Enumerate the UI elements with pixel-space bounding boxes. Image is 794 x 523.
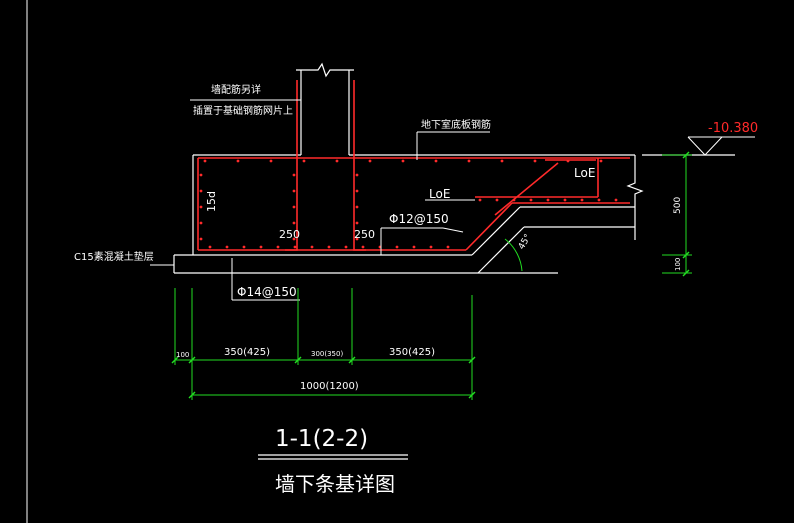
rebar-dot <box>355 237 359 241</box>
dim-300-label: 300(350) <box>311 350 343 358</box>
dim-500-label: 500 <box>673 197 683 214</box>
level-mark-label: -10.380 <box>708 121 758 136</box>
leader-lines <box>150 99 490 301</box>
rebar-dot <box>429 245 433 249</box>
rebar-dot <box>512 198 516 202</box>
rebar-dot <box>225 245 229 249</box>
level-marker <box>687 136 755 156</box>
rebar-dot <box>199 237 203 241</box>
wall-rebar-note-line2: 插置于基础钢筋网片上 <box>193 104 293 117</box>
rebar-dot <box>566 159 570 163</box>
rebar-dot <box>434 159 438 163</box>
rebar-dot <box>292 205 296 209</box>
title-number: 1-1(2-2) <box>275 426 368 452</box>
angle-arc <box>504 238 523 272</box>
dimension-ticks <box>171 151 690 399</box>
rebar-dot <box>269 159 273 163</box>
rebar-dot <box>292 173 296 177</box>
rebar-dot <box>292 221 296 225</box>
rebar-dot <box>355 205 359 209</box>
rebar-dot <box>597 198 601 202</box>
rebar-dot <box>533 159 537 163</box>
rebar-dot <box>355 189 359 193</box>
rebar-dot <box>355 221 359 225</box>
rebar-dot <box>355 173 359 177</box>
rebar-dot <box>401 159 405 163</box>
rebar-dot <box>614 198 618 202</box>
rebar-dot <box>412 245 416 249</box>
rebar-dot <box>242 245 246 249</box>
anchor-left-label: 250 <box>279 228 300 241</box>
rebar-dot <box>302 159 306 163</box>
rebar-dot <box>529 198 533 202</box>
rebar-dot <box>361 245 365 249</box>
rebar-dot <box>446 245 450 249</box>
rebar-dot <box>546 198 550 202</box>
rebar-dot <box>199 221 203 225</box>
rebar-lines <box>197 80 630 251</box>
rebar-dot <box>292 189 296 193</box>
rebar-dot <box>203 159 207 163</box>
rebar-dot <box>199 205 203 209</box>
hook-length-label: 15d <box>205 191 218 212</box>
upper-rebar-label: Φ12@150 <box>389 212 449 226</box>
rebar-dot <box>310 245 314 249</box>
rebar-dot <box>580 198 584 202</box>
rebar-dot <box>327 245 331 249</box>
rebar-dot <box>335 159 339 163</box>
anchor-right-label: 250 <box>354 228 375 241</box>
rebar-dot <box>563 198 567 202</box>
dim-100-vertical-label: 100 <box>674 258 682 271</box>
angle-label: 45° <box>517 233 534 252</box>
rebar-dot <box>199 189 203 193</box>
rebar-dot <box>395 245 399 249</box>
rebar-dot <box>500 159 504 163</box>
dim-100-label: 100 <box>176 351 189 359</box>
rebar-dot <box>467 159 471 163</box>
bottom-rebar-label: Φ14@150 <box>237 285 297 299</box>
rebar-dot <box>344 245 348 249</box>
rebar-dot <box>478 198 482 202</box>
rebar-dot <box>368 159 372 163</box>
rebar-dot <box>199 173 203 177</box>
loe-lower-label: LoE <box>429 187 450 201</box>
wall-rebar-note-line1: 墙配筋另详 <box>211 83 261 96</box>
dim-350-right-label: 350(425) <box>389 347 435 358</box>
rebar-dot <box>599 159 603 163</box>
dim-total-label: 1000(1200) <box>300 381 359 392</box>
loe-upper-label: LoE <box>574 166 595 180</box>
basement-floor-rebar-label: 地下室底板钢筋 <box>421 118 491 131</box>
rebar-dot <box>259 245 263 249</box>
dimension-lines <box>174 154 692 400</box>
bedding-note-label: C15素混凝土垫层 <box>74 250 154 263</box>
rebar-dot <box>292 237 296 241</box>
rebar-dot <box>208 245 212 249</box>
rebar-dots <box>199 159 618 249</box>
rebar-dot <box>236 159 240 163</box>
title-name: 墙下条基详图 <box>275 472 395 496</box>
dim-350-left-label: 350(425) <box>224 347 270 358</box>
rebar-dot <box>276 245 280 249</box>
rebar-dot <box>495 198 499 202</box>
rebar-dot <box>293 245 297 249</box>
